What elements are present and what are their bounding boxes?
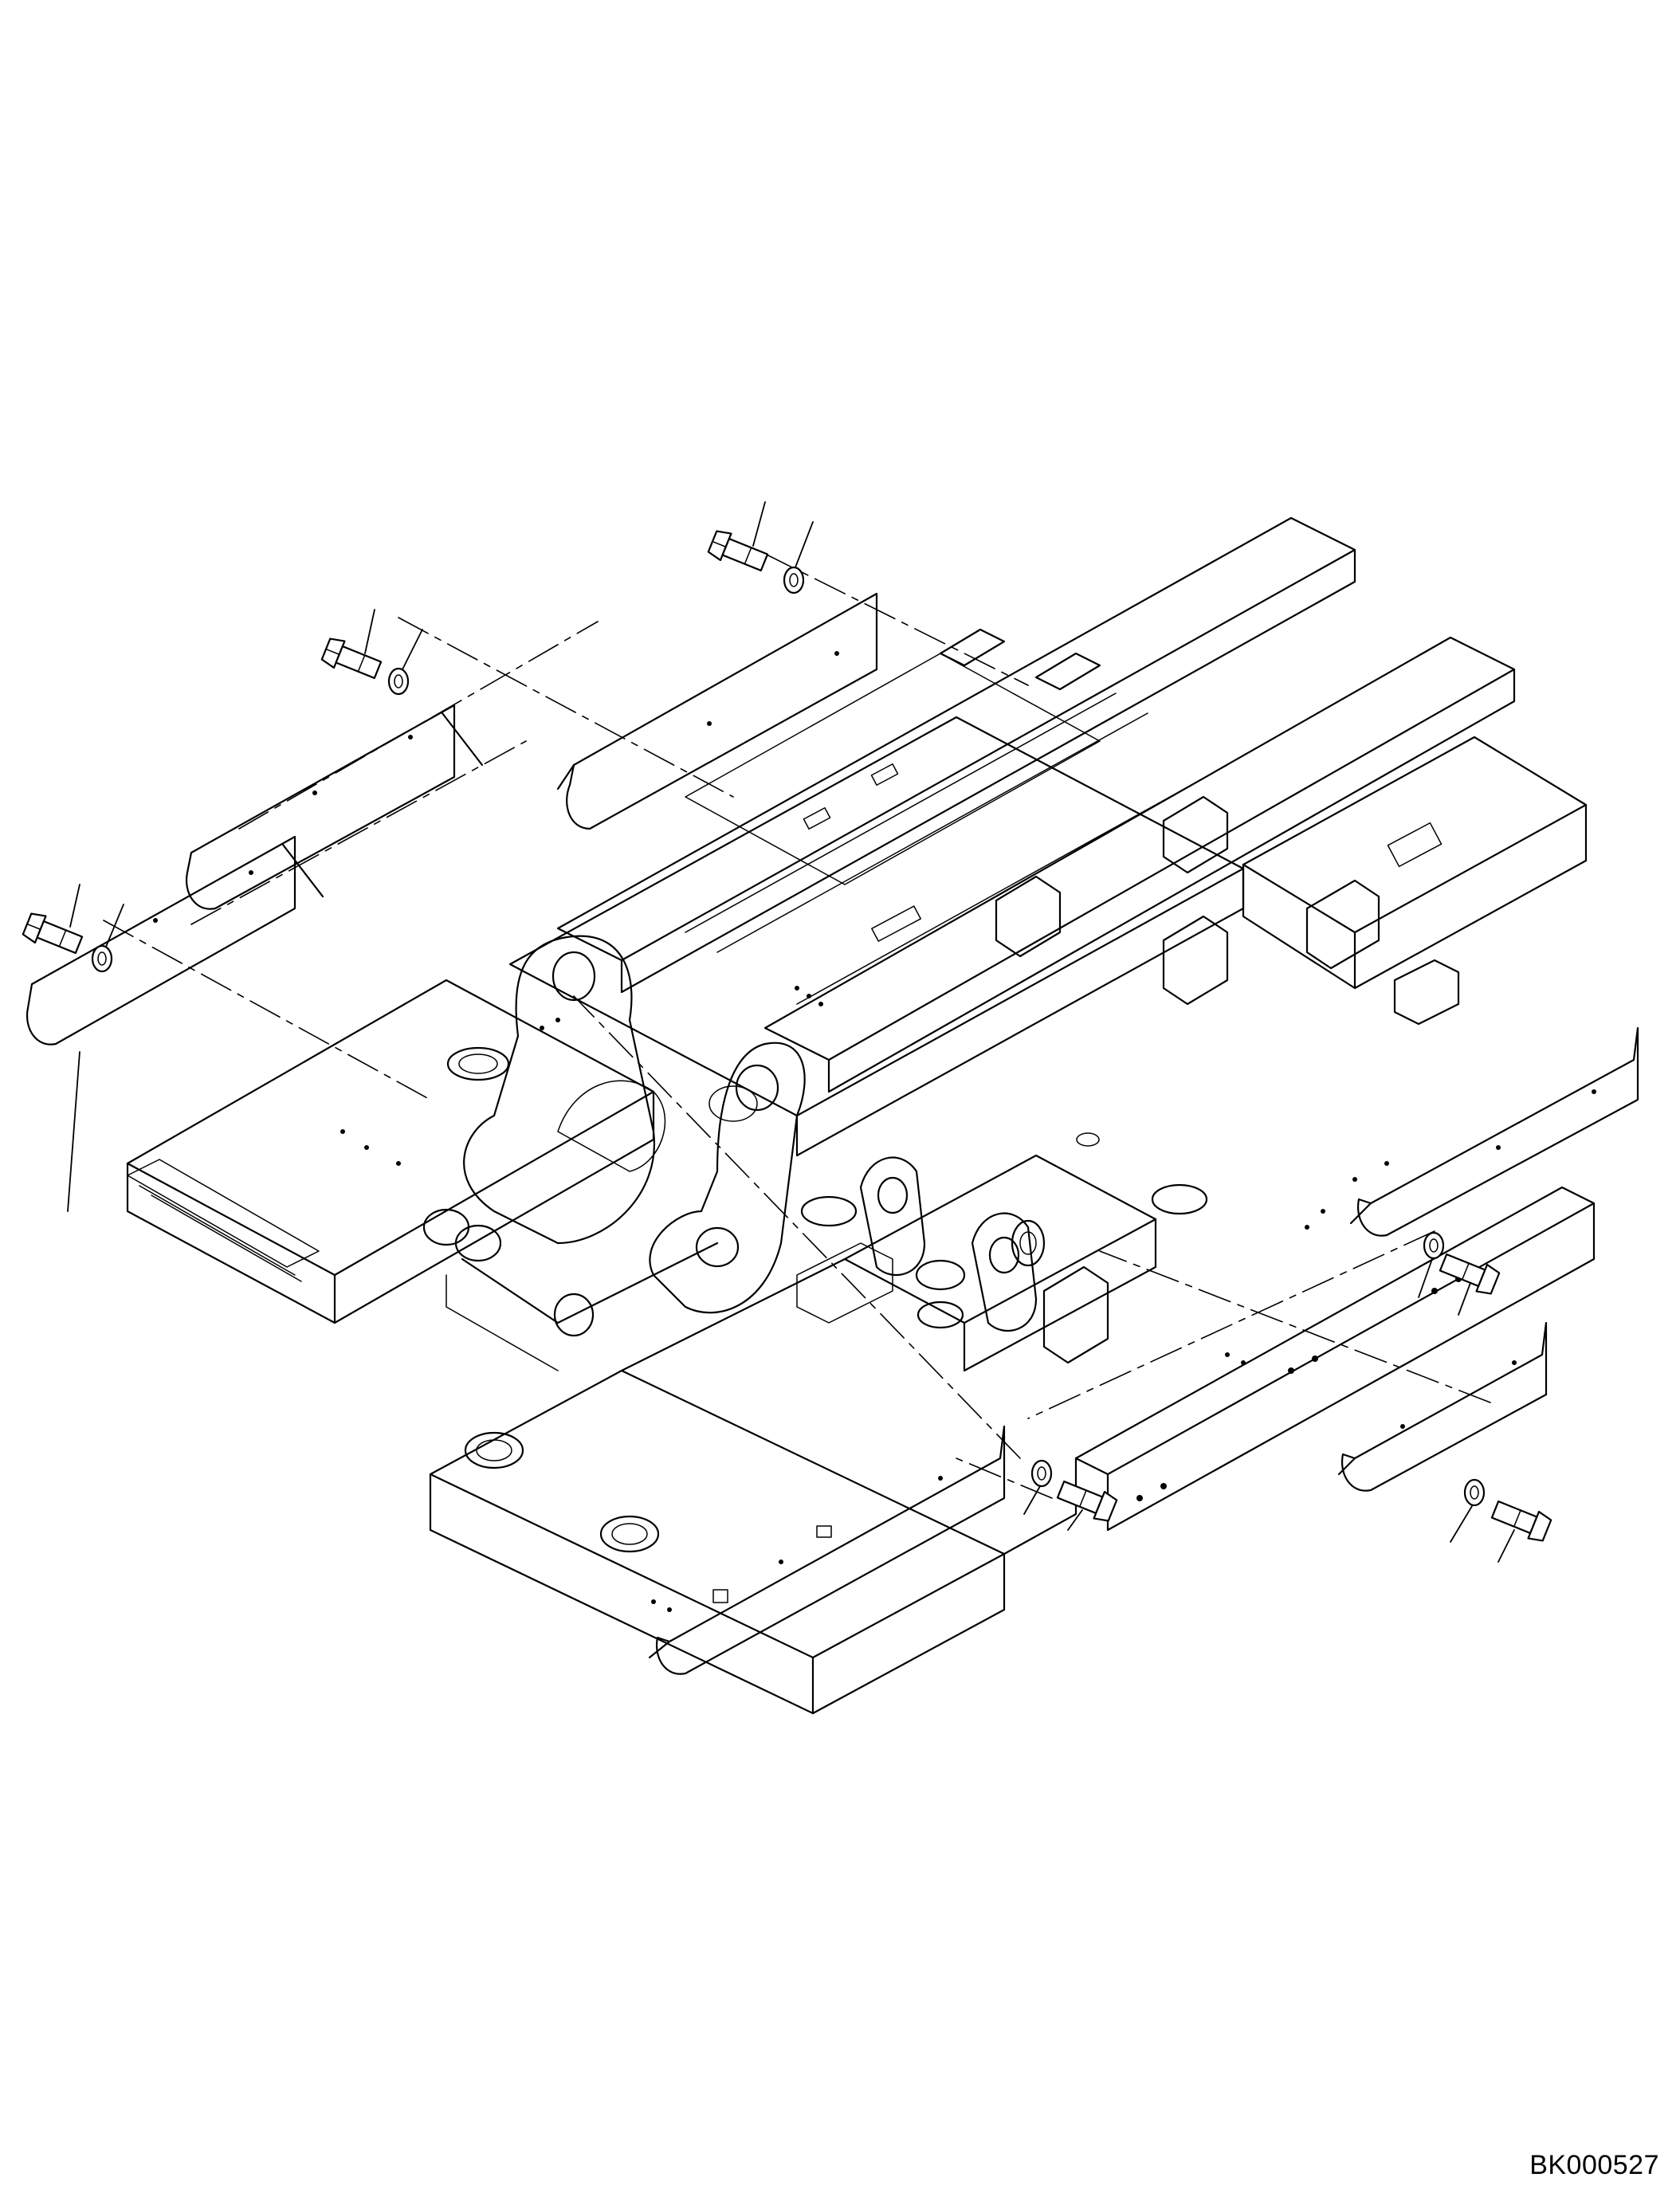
washer-icon	[91, 944, 113, 973]
cover-plate-left	[26, 835, 324, 1046]
revolving-frame	[126, 516, 1588, 1715]
frame-side-rail-right	[1074, 1186, 1596, 1532]
washer-icon	[1463, 1478, 1486, 1507]
bolt-icon	[320, 638, 383, 680]
document-id: BK000527	[1529, 2150, 1659, 2180]
cover-plate-upper-left	[185, 704, 484, 910]
cover-plate-right-front	[1337, 1321, 1548, 1492]
leader-lines	[67, 501, 1515, 1563]
bolt-icon	[1439, 1253, 1501, 1295]
washer-icon	[783, 566, 805, 594]
cover-plate-upper-center	[556, 592, 878, 830]
washer-icon	[1030, 1459, 1053, 1488]
boom-pivot-brackets	[796, 1156, 1109, 1364]
bolt-icon	[22, 912, 84, 955]
bolt-icon	[1056, 1480, 1118, 1522]
bolt-icon	[707, 530, 769, 572]
bolt-icon	[1490, 1500, 1552, 1542]
washer-icon	[1423, 1231, 1445, 1260]
cover-plate-front	[648, 1425, 1006, 1675]
washer-icon	[387, 667, 410, 696]
alignment-lines	[103, 553, 1491, 1499]
cover-plate-right-rear	[1349, 1026, 1639, 1237]
